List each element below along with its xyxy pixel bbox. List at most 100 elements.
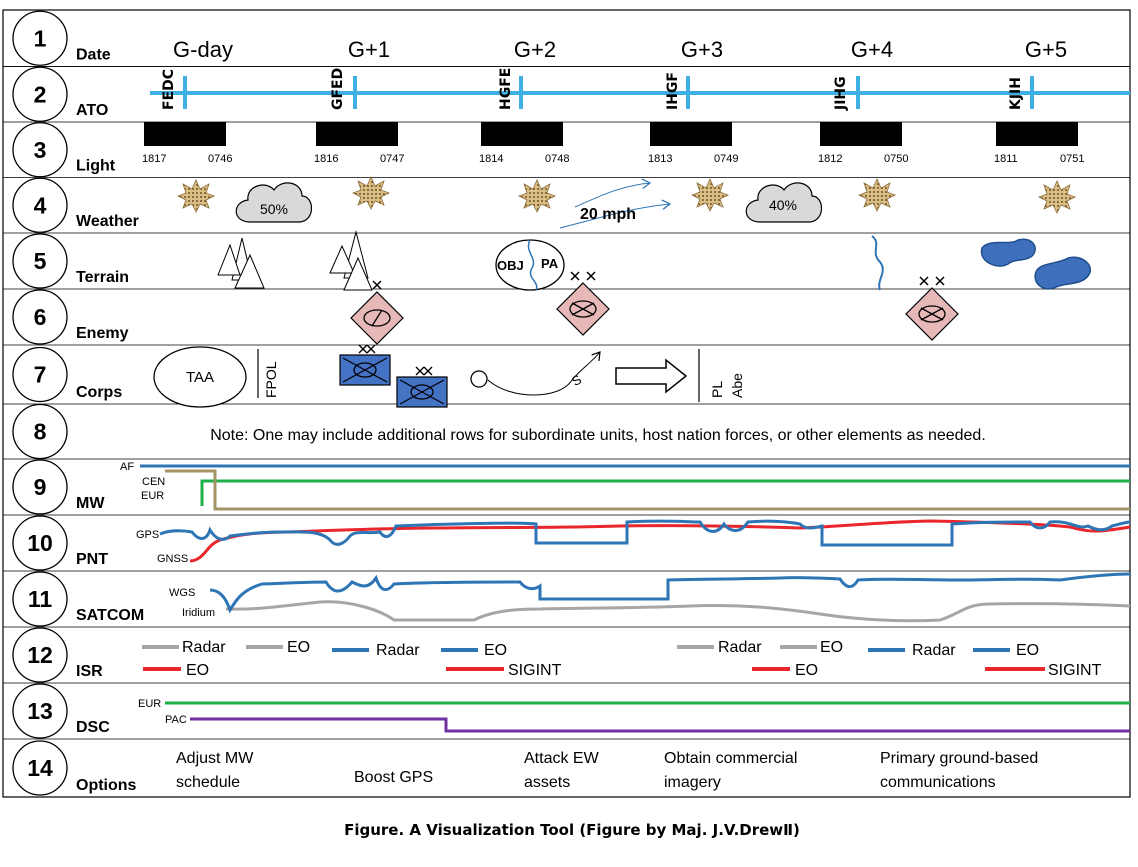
cloud-icon [235, 182, 313, 223]
row-number-circle [12, 515, 68, 571]
enemy-unit-icon [350, 280, 404, 345]
isr-legend-label: EO [1016, 642, 1039, 659]
satcom-row: WGS Iridium [169, 572, 1131, 623]
figure-caption: Figure. A Visualization Tool (Figure by … [344, 821, 800, 839]
satcom-wgs-label: WGS [169, 587, 195, 599]
row-number-circle [12, 10, 68, 66]
enemy-unit-icon [905, 276, 959, 341]
pnt-row: GPS GNSS [136, 519, 1131, 565]
friendly-unit-icon [396, 366, 448, 408]
phase-line-label: PL [709, 381, 725, 398]
ato-code: KJIH [1008, 77, 1024, 110]
isr-legend-label: Radar [376, 642, 420, 659]
attack-arrow-icon [615, 358, 688, 394]
sunrise-time: 0746 [208, 153, 232, 165]
row-number: 6 [34, 304, 47, 330]
isr-legend-label: Radar [718, 639, 762, 656]
river-icon [871, 235, 884, 291]
mw-eur-line [165, 469, 1130, 511]
taa-ellipse [153, 346, 247, 408]
sunrise-time: 0749 [714, 153, 738, 165]
row-number: 5 [34, 248, 47, 274]
taa-label: TAA [186, 369, 214, 386]
maneuver-arrow-icon [487, 352, 600, 396]
mw-cen-line [200, 479, 1130, 506]
storm-burst-icon [177, 179, 215, 213]
row-number-circle [12, 233, 68, 289]
option-text: Obtain commercial [664, 750, 797, 767]
option-text: Boost GPS [354, 769, 433, 786]
darkness-bar [820, 122, 902, 146]
mw-eur-label: EUR [141, 490, 164, 502]
row-number: 8 [34, 419, 47, 445]
darkness-bar [144, 122, 226, 146]
ato-code: FEDC [161, 69, 177, 110]
darkness-bar [481, 122, 563, 146]
dsc-pac-line [190, 717, 1130, 733]
ato-code: JIHG [833, 76, 849, 111]
storm-burst-icon [691, 178, 729, 212]
satcom-iridium-label: Iridium [182, 607, 215, 619]
isr-legend-label: EO [287, 639, 310, 656]
option-text: Attack EW [524, 750, 600, 767]
row-label: Enemy [76, 325, 129, 342]
row-number: 9 [34, 474, 47, 500]
mw-row: AF CEN EUR [120, 461, 1130, 511]
lake-icon [980, 238, 1036, 267]
weather-row: 50% 40% 20 mph [177, 176, 1076, 229]
ato-code: GFED [330, 68, 346, 110]
dsc-row: EUR PAC [138, 698, 1130, 733]
row-number: 4 [34, 192, 47, 218]
row-number: 12 [27, 642, 53, 668]
row-number-circle [12, 122, 68, 178]
option-text: schedule [176, 774, 240, 791]
sunrise-time: 0750 [884, 153, 908, 165]
darkness-bar [996, 122, 1078, 146]
mw-af-label: AF [120, 461, 134, 473]
ato-code: HGFE [498, 68, 514, 110]
assembly-point-icon [470, 370, 488, 388]
option-text: communications [880, 774, 996, 791]
darkness-bar [316, 122, 398, 146]
note-text: Note: One may include additional rows fo… [210, 427, 986, 444]
row-number-circle [12, 66, 68, 122]
row-number: 13 [27, 698, 53, 724]
sunset-time: 1812 [818, 153, 842, 165]
isr-legend-label: EO [795, 662, 818, 679]
isr-legend-label: EO [820, 639, 843, 656]
option-text: assets [524, 774, 570, 791]
row-number-circle [12, 740, 68, 796]
sunset-time: 1811 [994, 153, 1018, 165]
sunset-time: 1817 [142, 153, 166, 165]
option-text: Primary ground-based [880, 750, 1038, 767]
dsc-eur-label: EUR [138, 698, 161, 710]
option-text: Adjust MW [176, 750, 254, 767]
wind-arrow-icon [559, 204, 670, 229]
row-number-circle [12, 627, 68, 683]
sunrise-time: 0748 [545, 153, 569, 165]
date-header: G+1 [348, 37, 390, 62]
isr-legend-label: EO [484, 642, 507, 659]
storm-burst-icon [352, 176, 390, 210]
isr-legend-label: SIGINT [1048, 662, 1102, 679]
row-number: 14 [27, 755, 53, 781]
row-label: ISR [76, 663, 103, 680]
river-icon [527, 239, 538, 291]
satcom-iridium-line [225, 600, 1131, 623]
row-number-circle [12, 683, 68, 739]
row-number: 3 [34, 137, 47, 163]
storm-burst-icon [858, 178, 896, 212]
mw-cen-label: CEN [142, 476, 165, 488]
cloud-coverage-label: 50% [260, 201, 288, 217]
cloud-coverage-label: 40% [769, 197, 797, 213]
storm-burst-icon [518, 179, 556, 213]
row-grid: 1Date2ATO3Light4Weather5Terrain6Enemy7Co… [3, 10, 1130, 796]
row-label: ATO [76, 102, 108, 119]
cloud-icon [745, 182, 823, 223]
row-label: Options [76, 777, 137, 794]
